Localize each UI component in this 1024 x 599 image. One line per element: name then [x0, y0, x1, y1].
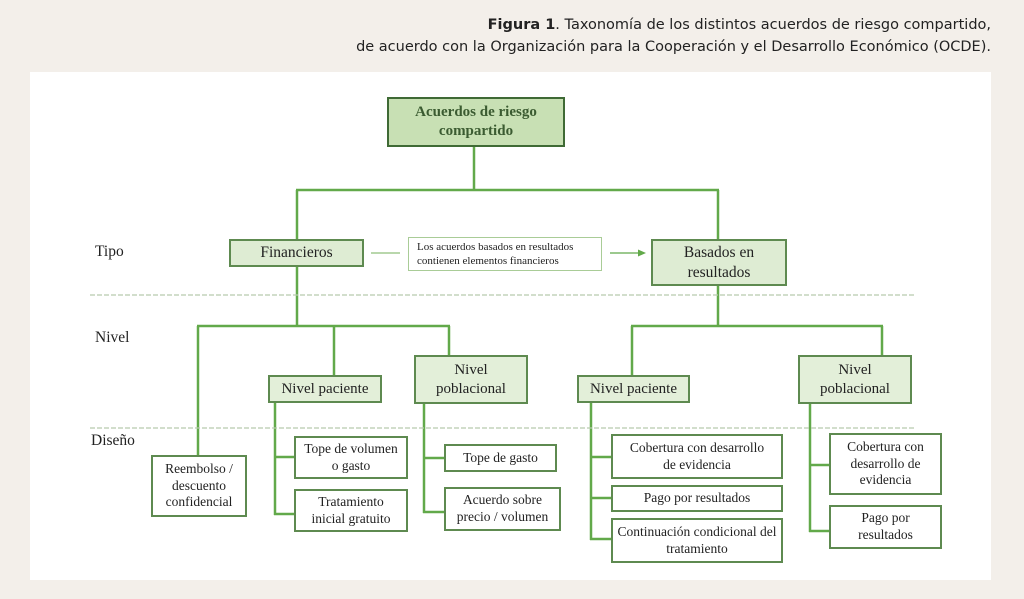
design-node: Tope de volumen o gasto	[294, 436, 408, 479]
level-node-bas-paciente: Nivel paciente	[577, 375, 690, 403]
design-node: Tratamiento inicial gratuito	[294, 489, 408, 532]
row-label-diseno: Diseño	[91, 432, 135, 449]
figure-label: Figura 1	[487, 17, 556, 33]
level-node-bas-poblacional: Nivel poblacional	[798, 355, 912, 404]
level-node-fin-paciente: Nivel paciente	[268, 375, 382, 403]
row-label-tipo: Tipo	[95, 243, 124, 260]
arrowhead-icon	[638, 249, 646, 257]
note-box: Los acuerdos basados en resultados conti…	[408, 237, 602, 271]
design-node: Tope de gasto	[444, 444, 557, 472]
design-node: Cobertura con desarrollo de evidencia	[611, 434, 783, 479]
caption-title: . Taxonomía de los distintos acuerdos de…	[555, 17, 991, 33]
design-node: Acuerdo sobre precio / volumen	[444, 487, 561, 531]
design-node: Pago por resultados	[611, 485, 783, 512]
design-node: Reembolso / descuento confidencial	[151, 455, 247, 517]
root-node: Acuerdos de riesgo compartido	[387, 97, 565, 147]
caption-line-1: Figura 1. Taxonomía de los distintos acu…	[356, 14, 991, 36]
caption-line-2: de acuerdo con la Organización para la C…	[356, 39, 991, 55]
type-node-financieros: Financieros	[229, 239, 364, 267]
design-node: Pago por resultados	[829, 505, 942, 549]
row-label-nivel: Nivel	[95, 329, 130, 346]
type-node-basados: Basados en resultados	[651, 239, 787, 286]
level-node-fin-poblacional: Nivel poblacional	[414, 355, 528, 404]
design-node: Continuación condicional del tratamiento	[611, 518, 783, 563]
design-node: Cobertura con desarrollo de evidencia	[829, 433, 942, 495]
figure-caption: Figura 1. Taxonomía de los distintos acu…	[356, 14, 991, 58]
